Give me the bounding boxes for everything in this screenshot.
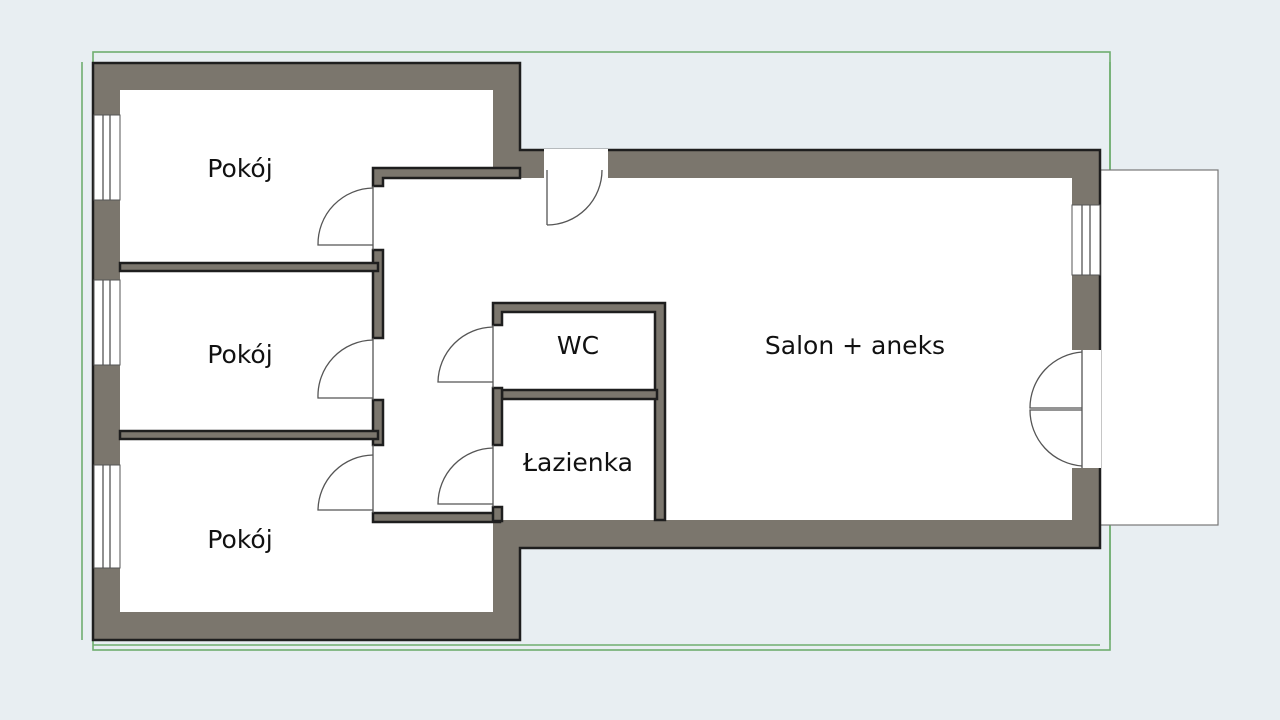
room-label-pokoj-3: Pokój (207, 525, 272, 554)
door-swings (317, 169, 603, 513)
balcony (1099, 169, 1219, 526)
room-label-lazienka: Łazienka (522, 448, 633, 477)
room-label-salon: Salon + aneks (765, 331, 945, 360)
right-openings (1029, 204, 1101, 468)
interior (120, 90, 1072, 612)
room-label-pokoj-2: Pokój (207, 340, 272, 369)
room-label-pokoj-1: Pokój (207, 154, 272, 183)
entrance-opening (544, 149, 608, 179)
room-label-wc: WC (557, 331, 599, 360)
left-windows (93, 114, 121, 569)
